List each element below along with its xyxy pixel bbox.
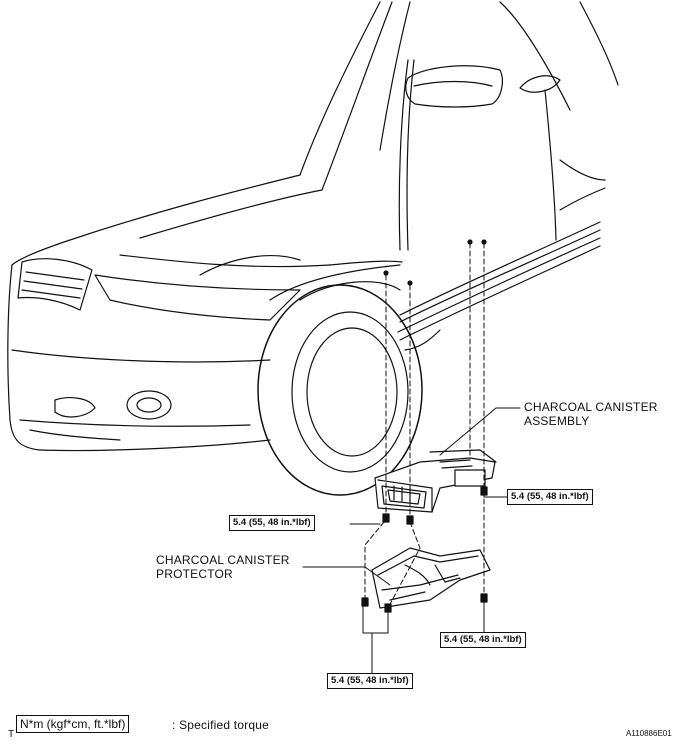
legend-torque-box: N*m (kgf*cm, ft.*lbf) bbox=[16, 715, 130, 733]
torque-callout-top-right: 5.4 (55, 48 in.*lbf) bbox=[507, 489, 593, 505]
figure-id: A110886E01 bbox=[626, 729, 672, 738]
torque-callout-middle-left: 5.4 (55, 48 in.*lbf) bbox=[229, 515, 315, 531]
front-grille bbox=[17, 258, 93, 311]
legend-marker: T bbox=[8, 729, 15, 740]
assembly-label: CHARCOAL CANISTER ASSEMBLY bbox=[524, 400, 658, 428]
charcoal-canister-protector bbox=[371, 547, 491, 609]
fog-light bbox=[126, 390, 172, 420]
front-tire bbox=[257, 284, 423, 496]
door-handle bbox=[519, 75, 561, 93]
vehicle-outline bbox=[7, 1, 619, 496]
torque-callout-lower-right: 5.4 (55, 48 in.*lbf) bbox=[440, 632, 526, 648]
bolts bbox=[361, 239, 488, 613]
protector-label: CHARCOAL CANISTER PROTECTOR bbox=[156, 553, 290, 581]
torque-callout-bottom-center: 5.4 (55, 48 in.*lbf) bbox=[327, 673, 413, 689]
alignment-lines bbox=[364, 242, 485, 609]
charcoal-canister-assembly bbox=[374, 449, 497, 513]
leader-lines bbox=[302, 407, 521, 676]
side-mirror bbox=[405, 65, 503, 108]
legend-description: : Specified torque bbox=[172, 718, 269, 732]
